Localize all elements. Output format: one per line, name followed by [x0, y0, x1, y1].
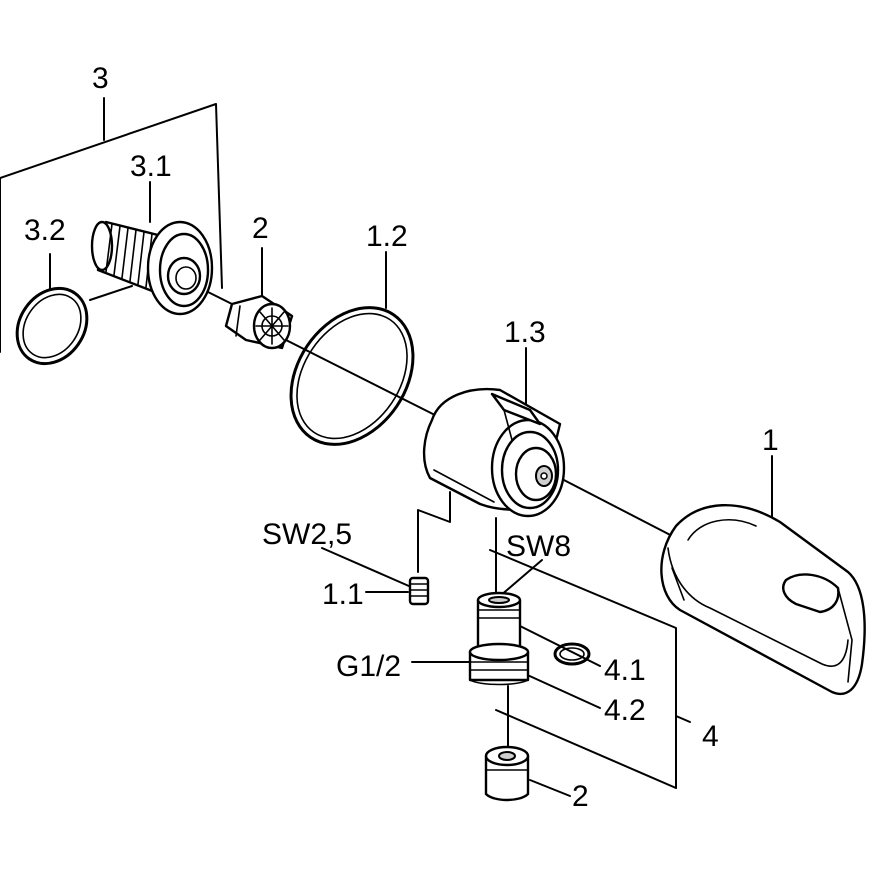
part-labels: 3 3.1 3.2 2 1.2 1.3 1 SW2,5 SW8 1.1 G1/2… [24, 62, 779, 813]
o-ring-3-2 [15, 286, 89, 366]
threaded-nipple-3-1 [90, 220, 214, 316]
label-1: 1 [762, 424, 779, 457]
label-2-top: 2 [252, 212, 269, 245]
label-4-1: 4.1 [604, 654, 646, 687]
label-1-3: 1.3 [504, 316, 546, 349]
label-sw8: SW8 [506, 530, 571, 563]
insert-2-bottom [484, 745, 530, 802]
label-2-bottom: 2 [572, 780, 589, 813]
threaded-adapter-4-2 [468, 591, 530, 686]
label-sw2-5: SW2,5 [262, 518, 352, 551]
label-3: 3 [92, 62, 109, 95]
label-g1-2: G1/2 [336, 650, 401, 683]
label-3-1: 3.1 [130, 150, 172, 183]
flow-insert-2 [224, 294, 294, 350]
large-o-ring-1-2 [289, 306, 415, 446]
label-1-1: 1.1 [322, 578, 364, 611]
swivel-body-1-3 [422, 388, 566, 518]
hand-shower-holder-1 [660, 504, 866, 696]
set-screw-1-1 [408, 576, 430, 606]
label-3-2: 3.2 [24, 214, 66, 247]
label-4: 4 [702, 720, 719, 753]
label-4-2: 4.2 [604, 694, 646, 727]
small-o-ring-4-1 [553, 642, 591, 666]
label-1-2: 1.2 [366, 220, 408, 253]
leader-lines [0, 97, 773, 797]
